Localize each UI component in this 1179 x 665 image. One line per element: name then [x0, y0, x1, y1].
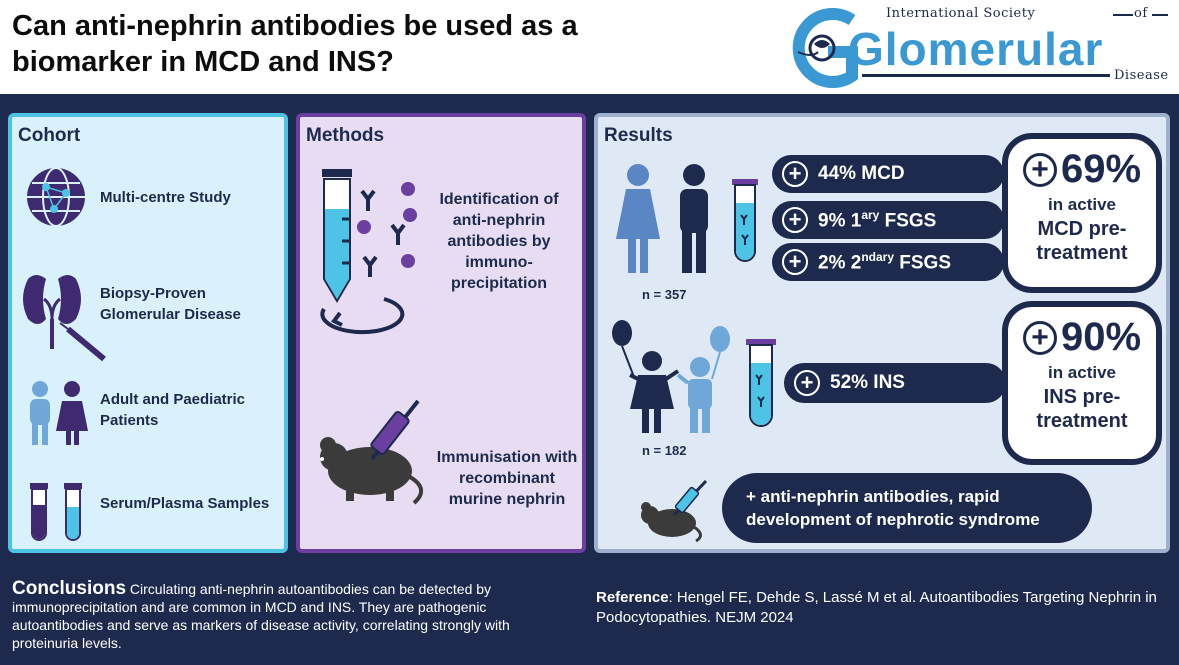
- cohort-count: n = 357: [642, 287, 687, 302]
- percentage-caption: treatment: [1036, 242, 1128, 264]
- reference-text: : Hengel FE, Dehde S, Lassé M et al. Aut…: [596, 589, 1157, 626]
- sample-tube-icon: [732, 179, 758, 262]
- methods-panel: Methods Identification of anti-nephrin a…: [296, 113, 586, 553]
- percentage-caption: MCD pre-: [1037, 218, 1127, 240]
- adult-figures-icon: [616, 164, 708, 273]
- result-pill: + 52% INS: [784, 363, 1006, 403]
- percentage-caption: in active: [1047, 195, 1117, 214]
- plus-icon: +: [1022, 320, 1057, 355]
- logo-top-text: International Society: [886, 6, 1036, 21]
- logo-of-text: of: [1134, 6, 1148, 21]
- percentage-value: 90%: [1060, 315, 1142, 359]
- kidney-biopsy-icon: [23, 275, 106, 362]
- plus-icon: +: [782, 207, 808, 233]
- mouse-syringe-icon: [641, 479, 708, 543]
- child-figures-icon: [30, 381, 88, 445]
- result-pill-text: 52% INS: [830, 372, 905, 393]
- result-pill-text: 9% 1ary FSGS: [818, 207, 937, 232]
- methods-title: Methods: [306, 125, 385, 146]
- children-balloons-icon: [612, 320, 730, 433]
- cohort-item-label: Adult and Paediatric Patients: [100, 391, 246, 429]
- plus-icon: +: [1022, 152, 1057, 187]
- page-title: Can anti-nephrin antibodies be used as a…: [12, 10, 578, 78]
- plus-icon: +: [794, 370, 820, 396]
- logo-bottom-text: Disease: [1114, 68, 1169, 83]
- sample-tube-icon: [746, 339, 776, 427]
- reference: Reference: Hengel FE, Dehde S, Lassé M e…: [596, 588, 1171, 628]
- method-label: Immunisation with recombinant murine nep…: [436, 449, 578, 508]
- immunoprecipitation-icon: [320, 169, 417, 335]
- cohort-item-label: Multi-centre Study: [100, 189, 231, 206]
- result-pill-text: 2% 2ndary FSGS: [818, 249, 952, 274]
- reference-heading: Reference: [596, 589, 669, 606]
- percentage-caption: treatment: [1036, 410, 1128, 432]
- results-title: Results: [604, 125, 673, 146]
- result-pill-text: 44% MCD: [818, 163, 905, 184]
- conclusions-heading: Conclusions: [12, 578, 127, 599]
- footer: [0, 572, 1179, 665]
- plus-icon: +: [782, 161, 808, 187]
- logo-divider: [1113, 14, 1133, 16]
- mouse-result-pill: + anti-nephrin antibodies, rapid develop…: [722, 473, 1092, 543]
- logo-underline: [862, 74, 1110, 77]
- globe-network-icon: [27, 167, 85, 227]
- plus-icon: +: [782, 249, 808, 275]
- sample-tubes-icon: [30, 483, 82, 541]
- logo-main-text: Glomerular: [848, 23, 1104, 75]
- percentage-box: +69% in active MCD pre- treatment: [1002, 133, 1162, 293]
- mouse-syringe-icon: [320, 399, 423, 505]
- percentage-box: +90% in active INS pre- treatment: [1002, 301, 1162, 465]
- result-pill: + 9% 1ary FSGS: [772, 201, 1004, 239]
- cohort-panel: Cohort Multi-centre Study Biopsy-Proven …: [8, 113, 288, 553]
- conclusions-text: Circulating anti-nephrin autoantibodies …: [12, 581, 510, 651]
- cohort-title: Cohort: [18, 125, 81, 146]
- percentage-caption: INS pre-: [1043, 386, 1121, 408]
- logo-divider: [1152, 14, 1168, 16]
- result-pill: + 2% 2ndary FSGS: [772, 243, 1004, 281]
- method-label: Identification of anti-nephrin antibodie…: [439, 191, 559, 292]
- cohort-item-label: Biopsy-Proven Glomerular Disease: [100, 285, 241, 323]
- percentage-caption: in active: [1047, 363, 1117, 382]
- result-pill: + 44% MCD: [772, 155, 1004, 193]
- conclusions: Conclusions Circulating anti-nephrin aut…: [12, 578, 572, 652]
- cohort-item-label: Serum/Plasma Samples: [100, 495, 270, 512]
- cohort-count: n = 182: [642, 443, 687, 458]
- percentage-value: 69%: [1060, 147, 1142, 191]
- glomerulus-logo-icon: [792, 8, 858, 88]
